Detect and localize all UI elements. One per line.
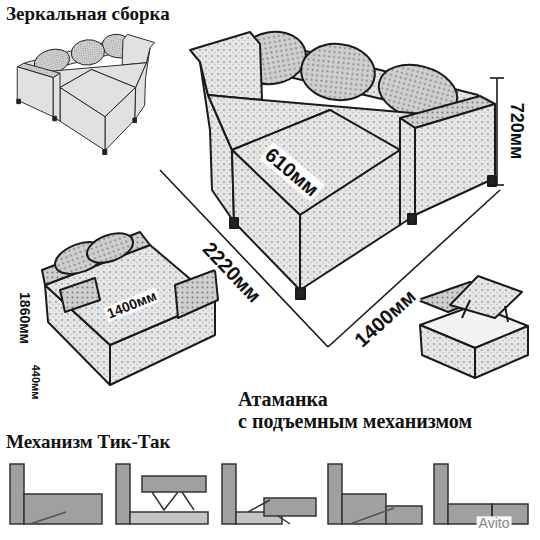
heading: Механизм Тик-Так — [6, 432, 171, 453]
watermark: Avito — [477, 516, 512, 531]
dimension: 1860мм — [16, 290, 31, 346]
mirror-sofa — [17, 32, 155, 155]
main-sofa — [190, 26, 496, 299]
dimension: 440мм — [30, 363, 42, 402]
product-name: с подъемным механизмом — [238, 410, 472, 432]
heading: Зеркальная сборка — [6, 4, 170, 25]
unfolded-bed — [42, 228, 218, 385]
tick-tack-mechanism — [10, 464, 528, 524]
product-name: Атаманка — [238, 388, 328, 410]
lifted-chaise — [418, 276, 528, 378]
dimension: 720мм — [506, 101, 526, 162]
